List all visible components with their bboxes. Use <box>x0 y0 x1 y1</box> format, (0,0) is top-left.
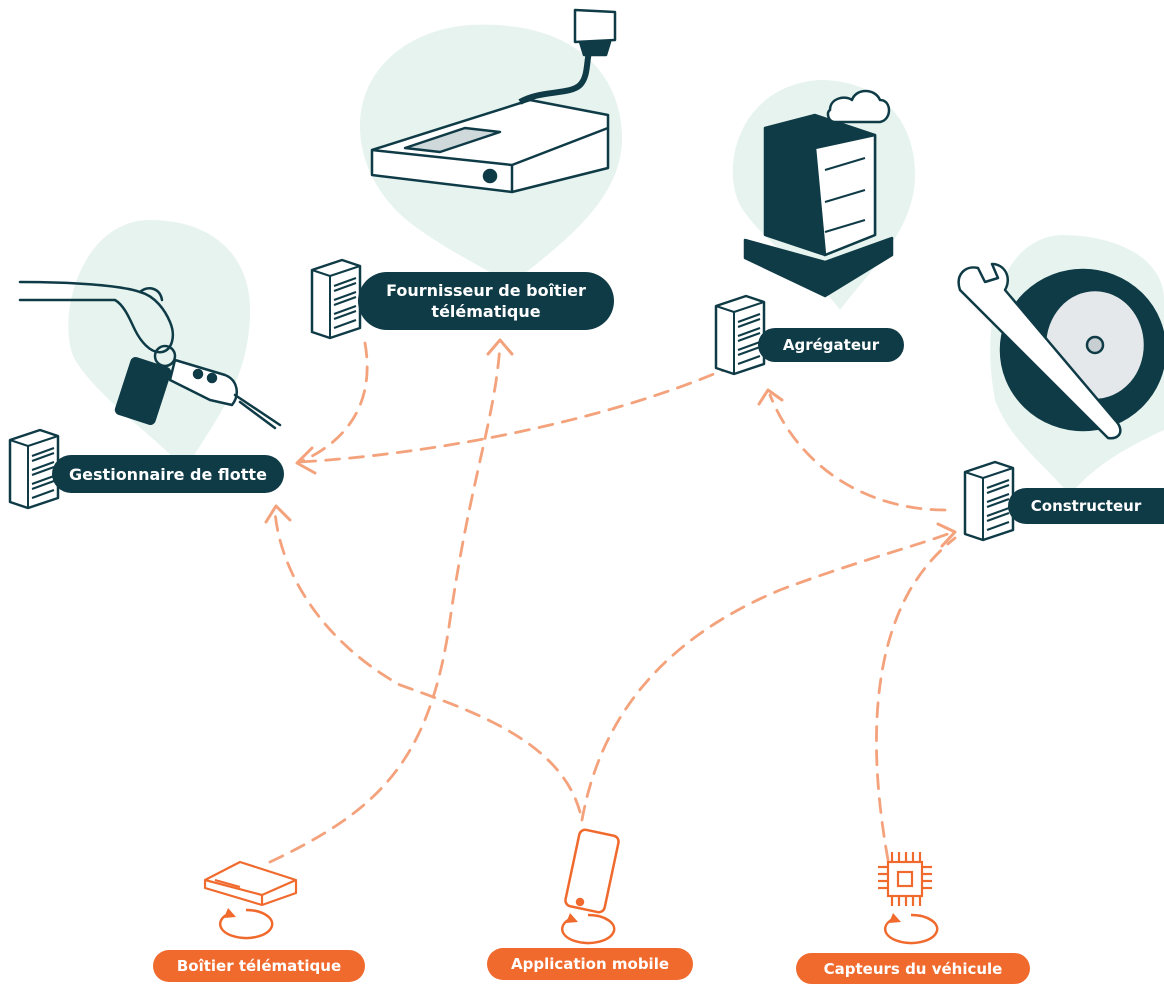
arrow-app-to-manufacturer <box>580 530 955 822</box>
source-label-vehicle-sensors: Capteurs du véhicule <box>796 953 1030 984</box>
arrowheads <box>264 338 957 548</box>
source-label-mobile-app: Application mobile <box>487 948 693 980</box>
server-icon <box>714 294 766 376</box>
arrow-manufacturer-to-aggregator <box>768 393 947 512</box>
arrow-provider-to-fleet <box>298 341 369 464</box>
smartphone-icon <box>564 828 620 914</box>
rotate-arrow-icon <box>883 911 939 945</box>
chip-icon <box>878 852 932 906</box>
server-icon <box>310 258 362 340</box>
node-label-fleet-manager: Gestionnaire de flotte <box>52 455 284 493</box>
obd-telematics-box-icon <box>370 8 617 194</box>
arrow-aggregator-to-fleet <box>298 363 737 464</box>
arrow-app-to-fleet <box>273 510 582 814</box>
node-label-manufacturer: Constructeur <box>1008 488 1164 524</box>
rotate-arrow-icon <box>218 906 274 940</box>
datacenter-cloud-icon <box>743 89 894 298</box>
car-key-icon <box>18 280 282 430</box>
wrench-tire-icon <box>957 262 1164 440</box>
telematics-box-icon <box>203 860 298 907</box>
node-label-aggregator: Agrégateur <box>758 328 904 362</box>
arrow-box-to-provider <box>268 343 502 864</box>
background-pins <box>68 24 1164 495</box>
rotate-arrow-icon <box>560 911 616 945</box>
arrow-sensors-to-manufacturer <box>875 536 957 862</box>
source-label-telematics-box: Boîtier télématique <box>153 950 365 982</box>
server-icon <box>8 428 60 510</box>
flow-arrows <box>268 341 957 864</box>
node-label-box-provider: Fournisseur de boîtier télématique <box>358 272 614 330</box>
server-icon <box>963 460 1015 542</box>
